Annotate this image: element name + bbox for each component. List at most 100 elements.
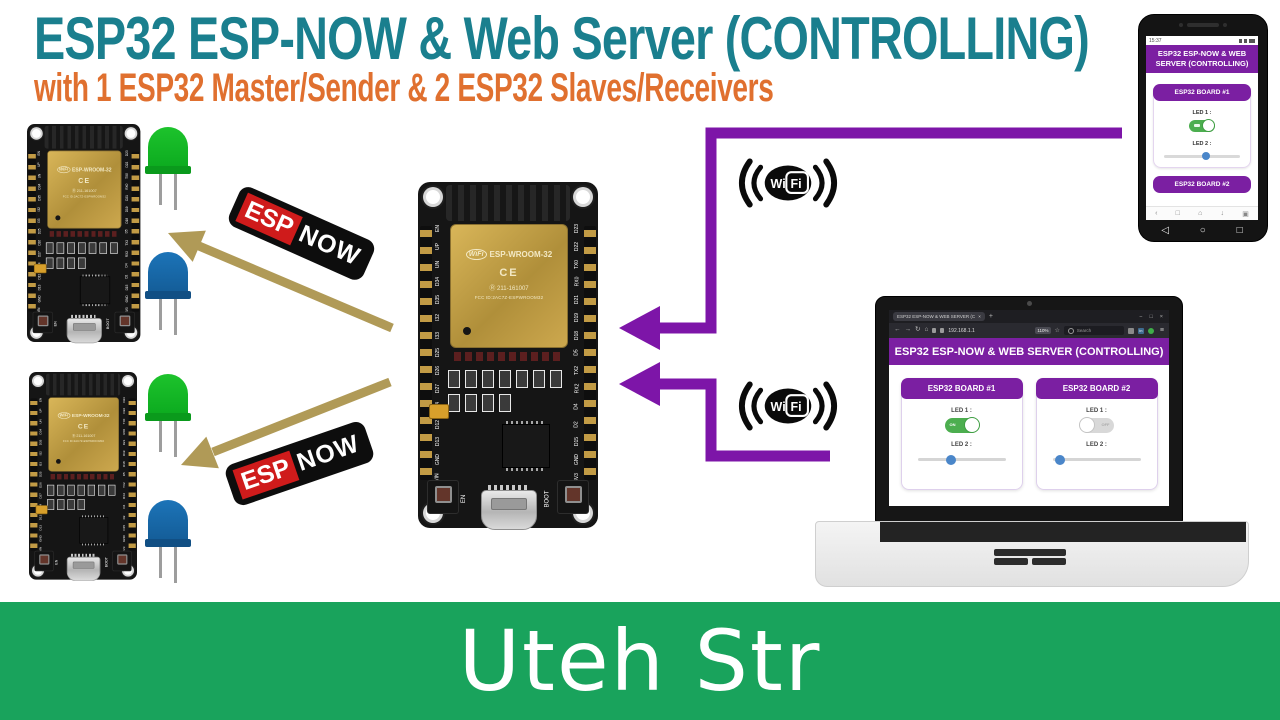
mounting-hole — [126, 129, 136, 138]
footer-banner: Uteh Str — [0, 602, 1280, 720]
shield-dot — [56, 459, 61, 464]
pin-labels-left: ENUPUND34D35I32I33D25D26D27D14D12D13GNDV… — [37, 151, 42, 313]
pin-header-left — [420, 226, 432, 480]
esp-wroom-32-shield: WiFi ESP-WROOM-32 CE Ⓡ 211-161007 FCC ID… — [47, 150, 122, 229]
module-label: ESP-WROOM-32 — [489, 250, 553, 259]
en-button — [427, 480, 459, 514]
page-subtitle: with 1 ESP32 Master/Sender & 2 ESP32 Sla… — [34, 66, 774, 110]
close-icon[interactable]: × — [1159, 313, 1163, 320]
android-home-icon[interactable]: ○ — [1199, 224, 1206, 236]
board2-card: ESP32 BOARD #2 LED 1 : OFF LED 2 : — [1035, 378, 1158, 490]
micro-usb-port — [66, 556, 101, 581]
reload-icon[interactable]: ↻ — [915, 326, 921, 334]
search-input[interactable]: Search — [1063, 326, 1124, 335]
address-url[interactable]: 192.168.1.1 — [948, 327, 975, 334]
window-controls: − □ × — [1139, 314, 1165, 320]
new-tab-icon[interactable]: + — [988, 313, 993, 320]
forward-icon[interactable]: → — [904, 326, 912, 334]
fcc-id: FCC ID:2AC7Z-ESPWROOM32 — [474, 295, 544, 300]
led2-label: LED 2 : — [1192, 141, 1212, 148]
tabs-icon[interactable]: □ — [1175, 210, 1180, 217]
tantalum-capacitor — [35, 505, 48, 515]
bookmark-star-icon[interactable]: ☆ — [1054, 328, 1060, 334]
mounting-hole — [426, 190, 440, 204]
usb-pins — [488, 485, 528, 490]
laptop-base — [815, 521, 1249, 587]
led1-toggle[interactable]: OFF — [1078, 417, 1114, 433]
esp-now-badge: ESP NOW — [223, 419, 377, 508]
android-nav-bar: ◁ ○ □ — [1146, 221, 1258, 239]
tab-close-icon[interactable]: × — [978, 314, 981, 319]
boot-button — [557, 480, 589, 514]
reg-number: 211-161007 — [76, 434, 96, 438]
download-icon[interactable]: ↓ — [1220, 210, 1225, 217]
led2-slider[interactable] — [1164, 152, 1240, 161]
search-icon — [1067, 327, 1074, 334]
ce-mark: CE — [499, 267, 519, 279]
wifi-icon — [734, 377, 842, 435]
minimize-icon[interactable]: − — [1139, 313, 1143, 320]
now-label: NOW — [293, 429, 364, 477]
antenna-zone — [446, 185, 570, 221]
esp32-master-board: ENUPUND34D35I32I33D25D26D27D14D12D13GNDV… — [418, 182, 598, 530]
phone-status-bar: 15:37 — [1146, 36, 1258, 45]
fcc-id: FCC ID:2AC7Z-ESPWROOM32 — [62, 195, 106, 199]
led1-toggle[interactable] — [1189, 119, 1215, 133]
zoom-badge[interactable]: 110% — [1035, 327, 1051, 334]
board1-card: ESP32 BOARD #1 LED 1 : LED 2 : — [1153, 84, 1251, 169]
slider-thumb[interactable] — [1054, 454, 1065, 465]
en-button-label: EN — [54, 321, 58, 327]
led2-slider[interactable] — [1052, 454, 1141, 465]
registered-icon: Ⓡ — [489, 286, 496, 292]
page-title: ESP32 ESP-NOW & Web Server (CONTROLLING) — [34, 5, 1090, 72]
board1-card-title: ESP32 BOARD #1 — [900, 378, 1023, 399]
shield-dot — [463, 327, 471, 335]
web-page-body: ESP32 BOARD #1 LED 1 : ON LED 2 : ESP32 … — [889, 365, 1169, 506]
reg-number: 211-161007 — [76, 189, 97, 194]
browser-tab[interactable]: ESP32 ESP-NOW & WEB SERVER (C × — [893, 312, 985, 321]
en-button-label: EN — [54, 559, 59, 565]
micro-usb-port — [481, 490, 537, 530]
usb-pins — [71, 314, 97, 319]
slider-thumb[interactable] — [1201, 152, 1210, 161]
esp-now-badge: ESP NOW — [225, 183, 378, 284]
toggle-knob[interactable] — [963, 417, 980, 433]
led2-slider[interactable] — [917, 454, 1006, 465]
registered-icon: Ⓡ — [71, 189, 76, 194]
home-icon[interactable]: ⌂ — [1198, 210, 1203, 217]
now-label: NOW — [294, 219, 365, 272]
android-recents-icon[interactable]: □ — [1236, 224, 1243, 236]
usb-uart-chip — [79, 274, 111, 307]
maximize-icon[interactable]: □ — [1149, 313, 1153, 320]
mounting-hole — [32, 129, 41, 138]
slider-thumb[interactable] — [945, 454, 956, 465]
menu-icon[interactable]: ▣ — [1242, 210, 1249, 218]
home-icon[interactable]: ⌂ — [924, 326, 929, 334]
phone-screen: 15:37 ESP32 ESP-NOW & WEB SERVER (CONTRO… — [1146, 36, 1258, 220]
green-led — [145, 374, 191, 457]
smd-components — [448, 370, 562, 388]
extension-in-icon[interactable]: in — [1137, 327, 1144, 334]
browser-url-bar: ← → ↻ ⌂ 192.168.1.1 110% ☆ Search in ≡ — [889, 323, 1169, 338]
led1-toggle[interactable]: ON — [944, 417, 980, 433]
boot-button-label: BOOT — [104, 557, 109, 568]
wifi-icon — [734, 154, 842, 212]
toggle-knob[interactable] — [1078, 417, 1095, 433]
wifi-logo: WiFi — [57, 166, 71, 174]
back-icon[interactable]: ← — [894, 326, 901, 334]
pin-labels-left: ENUPUND34D35I32I33D25D26D27D14D12D13GNDV… — [434, 225, 441, 482]
esp-label: ESP — [232, 450, 300, 500]
extension-green-icon[interactable] — [1147, 327, 1154, 334]
browser-menu-icon[interactable]: ≡ — [1159, 327, 1164, 334]
smd-components — [47, 499, 85, 510]
tantalum-capacitor — [33, 263, 47, 274]
android-back-icon[interactable]: ◁ — [1161, 224, 1170, 236]
pin-header-right — [128, 398, 136, 551]
shield-dot — [55, 215, 61, 221]
extension-icon[interactable] — [1127, 327, 1134, 334]
board2-card-title: ESP32 BOARD #2 — [1153, 176, 1251, 194]
back-icon[interactable]: ‹ — [1155, 210, 1158, 217]
led1-label: LED 1 : — [951, 408, 972, 414]
